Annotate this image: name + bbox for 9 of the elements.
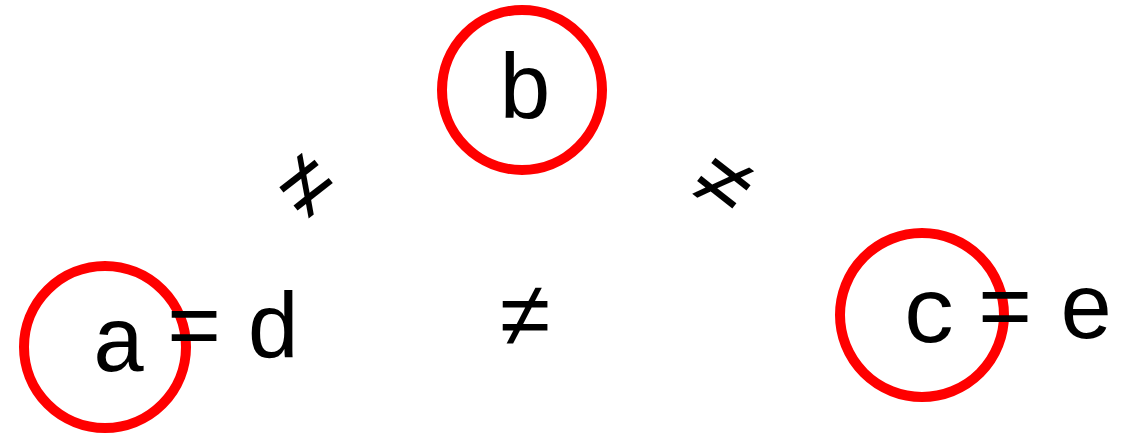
- relation-symbol: ≠: [497, 276, 553, 368]
- letter: b: [497, 48, 553, 140]
- letter: a: [91, 301, 147, 393]
- circle-outline: [437, 5, 607, 175]
- relation-symbol: ≠: [669, 134, 771, 242]
- letter: e: [1058, 268, 1114, 360]
- letter: c: [902, 272, 958, 364]
- letter: d: [245, 287, 301, 379]
- relation-symbol: ≠: [259, 136, 361, 244]
